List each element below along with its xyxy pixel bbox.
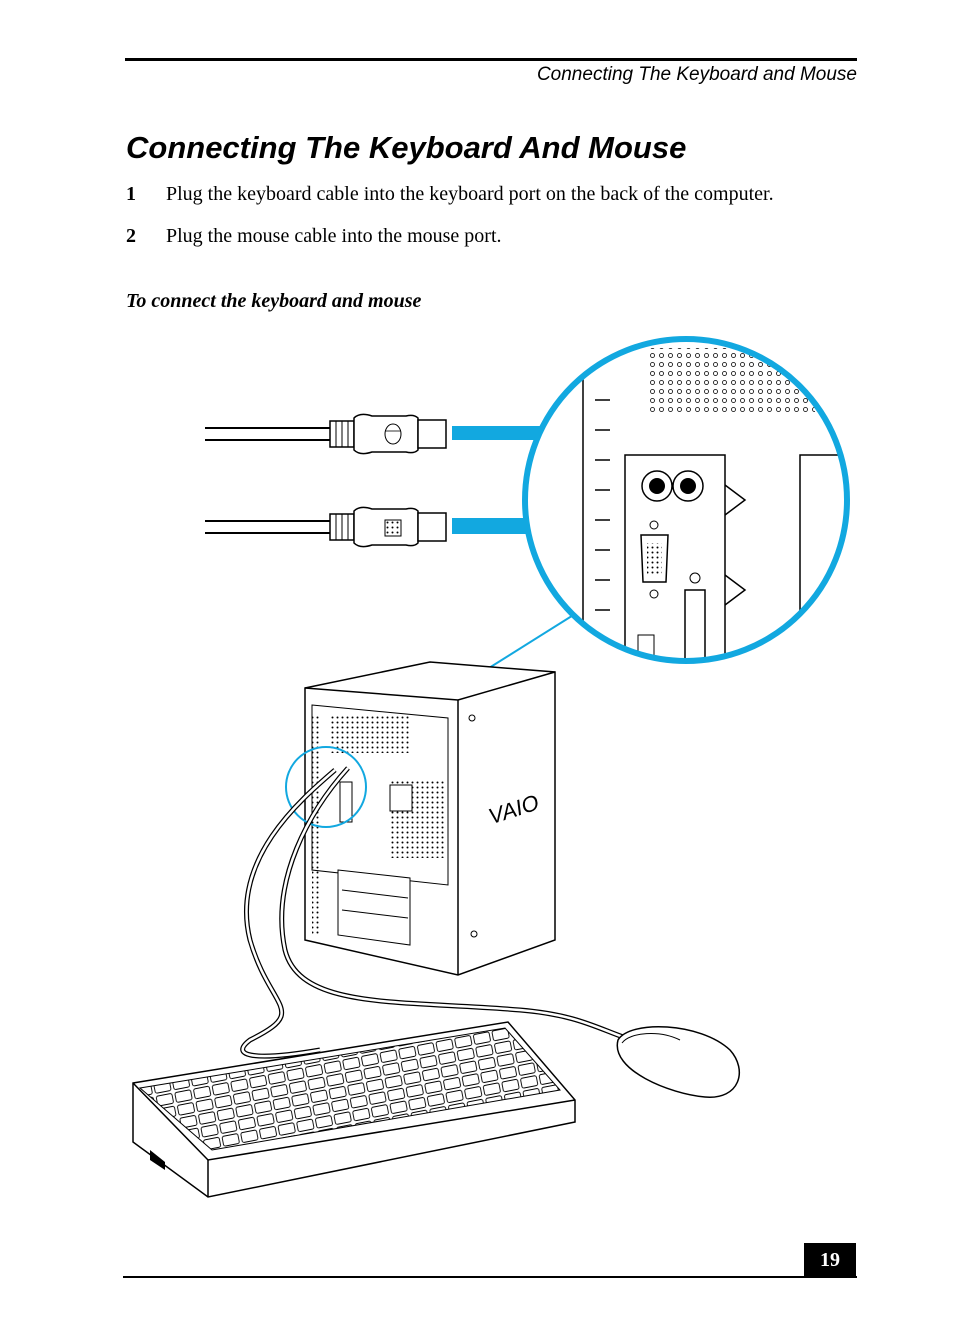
mouse-plug-icon: [205, 413, 447, 455]
connection-illustration: VAIO: [132, 336, 850, 1198]
keyboard-plug-icon: [205, 506, 447, 548]
footer-rule: [123, 1276, 857, 1278]
figure-caption: To connect the keyboard and mouse: [126, 290, 422, 312]
port-detail-zoom: [522, 336, 850, 664]
running-header: Connecting The Keyboard and Mouse: [536, 64, 857, 85]
port-highlight-ring: [285, 746, 367, 828]
header-rule: [125, 58, 857, 61]
page-title: Connecting The Keyboard And Mouse: [126, 130, 687, 165]
mouse-icon: [616, 1025, 740, 1098]
computer-tower-icon: VAIO: [304, 661, 556, 976]
page-number: 19: [804, 1243, 856, 1277]
step-number: 2: [126, 225, 136, 247]
step-number: 1: [126, 183, 136, 205]
step-text: Plug the mouse cable into the mouse port…: [166, 225, 502, 247]
step-text: Plug the keyboard cable into the keyboar…: [166, 183, 774, 205]
keyboard-icon: [132, 1021, 576, 1198]
